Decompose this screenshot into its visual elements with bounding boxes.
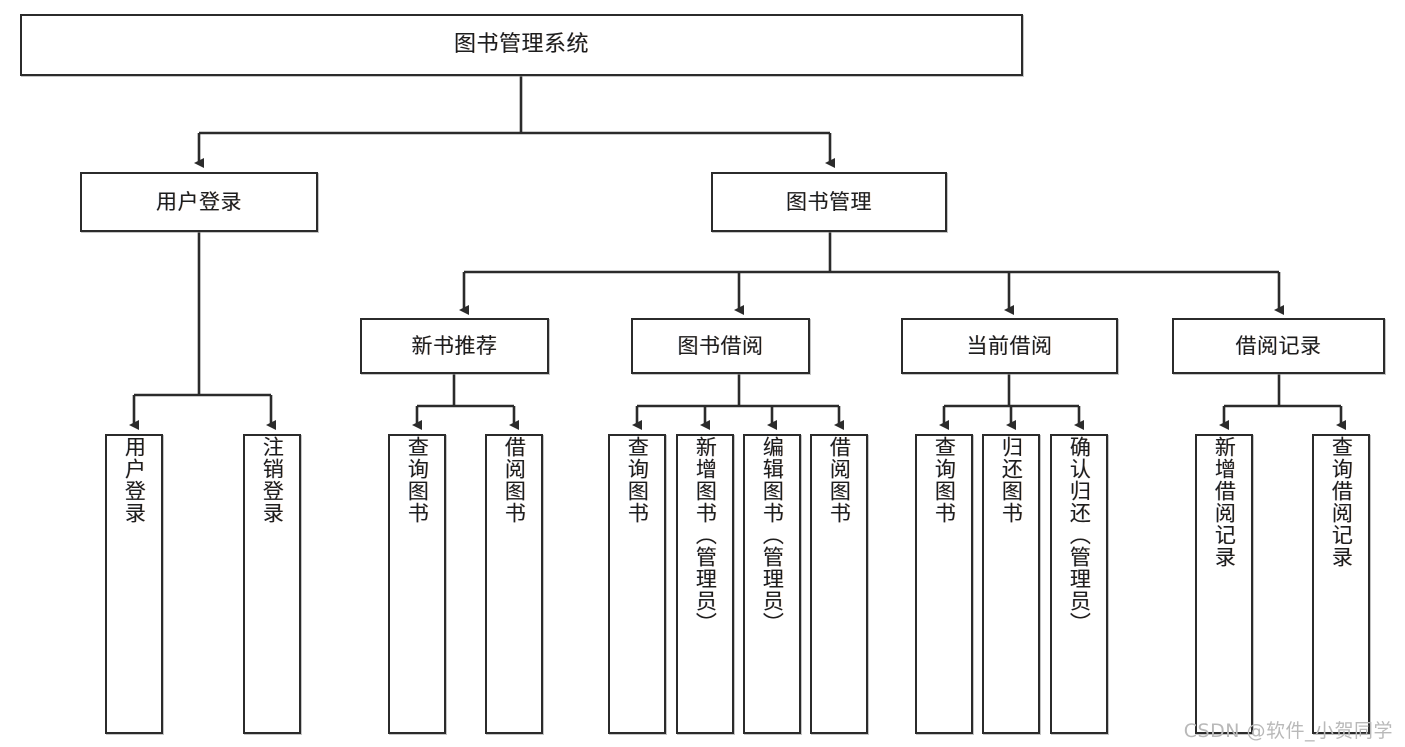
node-label: 查询借阅记录 bbox=[1329, 436, 1354, 568]
node-new-book-recommend[interactable]: 新书推荐 bbox=[360, 318, 549, 374]
node-label: 借阅图书 bbox=[827, 436, 852, 524]
leaf-borrow-edit-book[interactable]: 编辑图书（管理员） bbox=[743, 434, 801, 734]
node-label: 新增借阅记录 bbox=[1212, 436, 1237, 568]
leaf-current-query-book[interactable]: 查询图书 bbox=[915, 434, 973, 734]
leaf-new-book-query[interactable]: 查询图书 bbox=[388, 434, 446, 734]
leaf-user-login-login[interactable]: 用户登录 bbox=[105, 434, 163, 734]
node-label: 新书推荐 bbox=[411, 333, 498, 358]
leaf-current-confirm-return[interactable]: 确认归还（管理员） bbox=[1050, 434, 1108, 734]
node-label: 图书借阅 bbox=[677, 333, 764, 358]
node-label: 用户登录 bbox=[122, 436, 147, 524]
node-label: 查询图书 bbox=[625, 436, 650, 524]
leaf-record-query[interactable]: 查询借阅记录 bbox=[1312, 434, 1370, 734]
node-label: 编辑图书（管理员） bbox=[760, 436, 785, 634]
node-root-system[interactable]: 图书管理系统 bbox=[20, 14, 1023, 76]
node-borrow-record[interactable]: 借阅记录 bbox=[1172, 318, 1385, 374]
leaf-user-login-logout[interactable]: 注销登录 bbox=[243, 434, 301, 734]
node-label: 确认归还（管理员） bbox=[1067, 436, 1092, 634]
csdn-watermark: CSDN @软件_小贺同学 bbox=[1183, 720, 1393, 742]
node-user-login[interactable]: 用户登录 bbox=[80, 172, 318, 232]
leaf-borrow-add-book[interactable]: 新增图书（管理员） bbox=[676, 434, 734, 734]
node-label: 归还图书 bbox=[999, 436, 1024, 524]
node-label: 查询图书 bbox=[405, 436, 430, 524]
node-label: 用户登录 bbox=[156, 189, 242, 214]
leaf-current-return-book[interactable]: 归还图书 bbox=[982, 434, 1040, 734]
leaf-record-add[interactable]: 新增借阅记录 bbox=[1195, 434, 1253, 734]
node-book-management[interactable]: 图书管理 bbox=[711, 172, 947, 232]
node-book-borrow[interactable]: 图书借阅 bbox=[631, 318, 810, 374]
node-label: 注销登录 bbox=[260, 436, 285, 524]
node-current-borrow[interactable]: 当前借阅 bbox=[901, 318, 1118, 374]
leaf-new-book-borrow[interactable]: 借阅图书 bbox=[485, 434, 543, 734]
leaf-borrow-query-book[interactable]: 查询图书 bbox=[608, 434, 666, 734]
node-label: 当前借阅 bbox=[966, 333, 1053, 358]
node-label: 借阅图书 bbox=[502, 436, 527, 524]
leaf-borrow-borrow-book[interactable]: 借阅图书 bbox=[810, 434, 868, 734]
node-label: 新增图书（管理员） bbox=[693, 436, 718, 634]
node-label: 借阅记录 bbox=[1235, 333, 1322, 358]
node-label: 图书管理系统 bbox=[453, 32, 589, 58]
node-label: 图书管理 bbox=[786, 189, 872, 214]
node-label: 查询图书 bbox=[932, 436, 957, 524]
